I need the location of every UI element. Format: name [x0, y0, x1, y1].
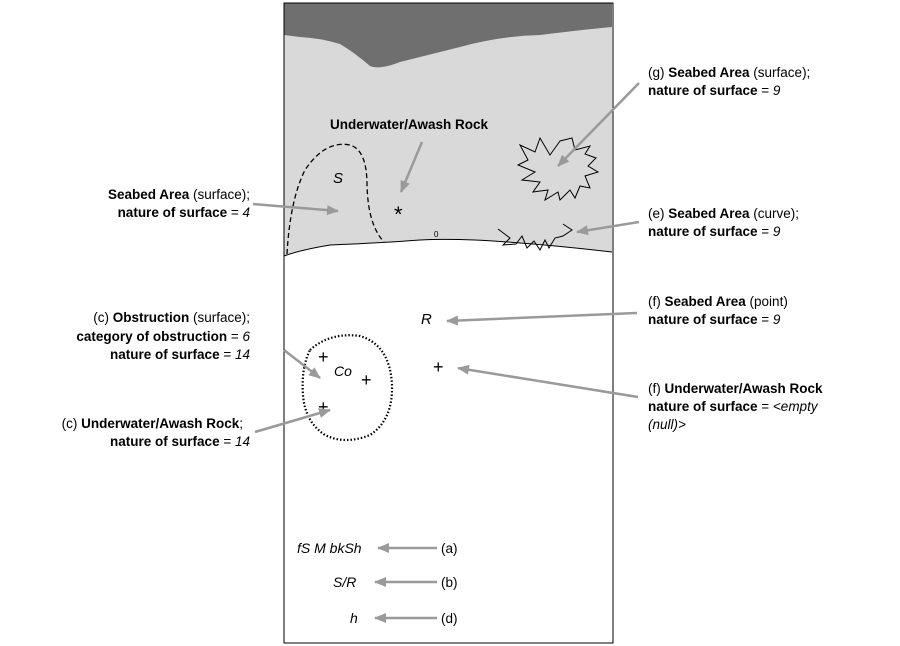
arrow-c-rock: [254, 408, 331, 434]
arrow-g: [557, 82, 640, 167]
land-area: [284, 3, 612, 68]
annotation-c-obstruction-line1: (c) Obstruction (surface);: [93, 310, 250, 325]
rock-plus-3: +: [318, 397, 329, 417]
legend-d-label: (d): [441, 611, 458, 626]
legend-a-label: (a): [441, 541, 458, 556]
rock-plus-1: +: [318, 347, 329, 367]
arrow-seabed-s: [252, 202, 339, 216]
annotation-c-obstruction-line3: nature of surface = 14: [110, 347, 250, 362]
annotation-c-obstruction-line2: category of obstruction = 6: [76, 329, 250, 344]
annotation-g-line2: nature of surface = 9: [648, 83, 781, 98]
annotation-e-line2: nature of surface = 9: [648, 224, 781, 239]
annotation-f-point-line1: (f) Seabed Area (point): [648, 294, 788, 309]
coastline: [283, 238, 613, 257]
annotation-f-rock-line2: nature of surface = <empty: [648, 399, 819, 414]
legend-a-symbol: fS M bkSh: [297, 540, 362, 556]
annotation-seabed-s-line2: nature of surface = 4: [118, 205, 250, 220]
seabed-area-s-boundary: [286, 143, 385, 255]
arrow-c-obstruction: [283, 349, 321, 379]
annotation-c-rock-line1: (c) Underwater/Awash Rock;: [62, 416, 243, 431]
seabed-area-e-curve: [497, 223, 573, 251]
rock-plus-2: +: [361, 370, 372, 390]
annotation-f-rock-line1: (f) Underwater/Awash Rock: [648, 381, 823, 396]
arrow-e: [576, 220, 640, 236]
obstruction-c-boundary: [301, 334, 394, 442]
legend-b-symbol: S/R: [333, 574, 356, 590]
annotation-f-point-line2: nature of surface = 9: [648, 312, 781, 327]
rock-star-symbol: *: [394, 202, 403, 227]
annotation-c-rock-line2: nature of surface = 14: [110, 434, 250, 449]
arrow-f-point: [446, 311, 638, 326]
shallow-water-area: [284, 26, 612, 256]
legend-d-symbol: h: [350, 610, 358, 626]
coral-symbol: Co: [334, 363, 352, 379]
rock-label: Underwater/Awash Rock: [330, 117, 489, 132]
seabed-area-g-boundary: [516, 136, 600, 202]
annotation-g-line1: (g) Seabed Area (surface);: [648, 65, 810, 80]
annotation-seabed-s-line1: Seabed Area (surface);: [108, 187, 250, 202]
sounding-zero: 0: [434, 230, 439, 239]
legend-b-label: (b): [441, 575, 458, 590]
point-r-symbol: R: [421, 311, 432, 328]
rock-plus-f: +: [433, 357, 444, 377]
arrow-f-rock: [457, 364, 639, 399]
annotation-e-line1: (e) Seabed Area (curve);: [648, 206, 799, 221]
arrow-rock-label: [399, 141, 424, 193]
chart-frame-border: [283, 2, 614, 644]
annotation-f-rock-line3: (null)>: [648, 417, 686, 432]
seabed-s-symbol: S: [333, 170, 343, 187]
